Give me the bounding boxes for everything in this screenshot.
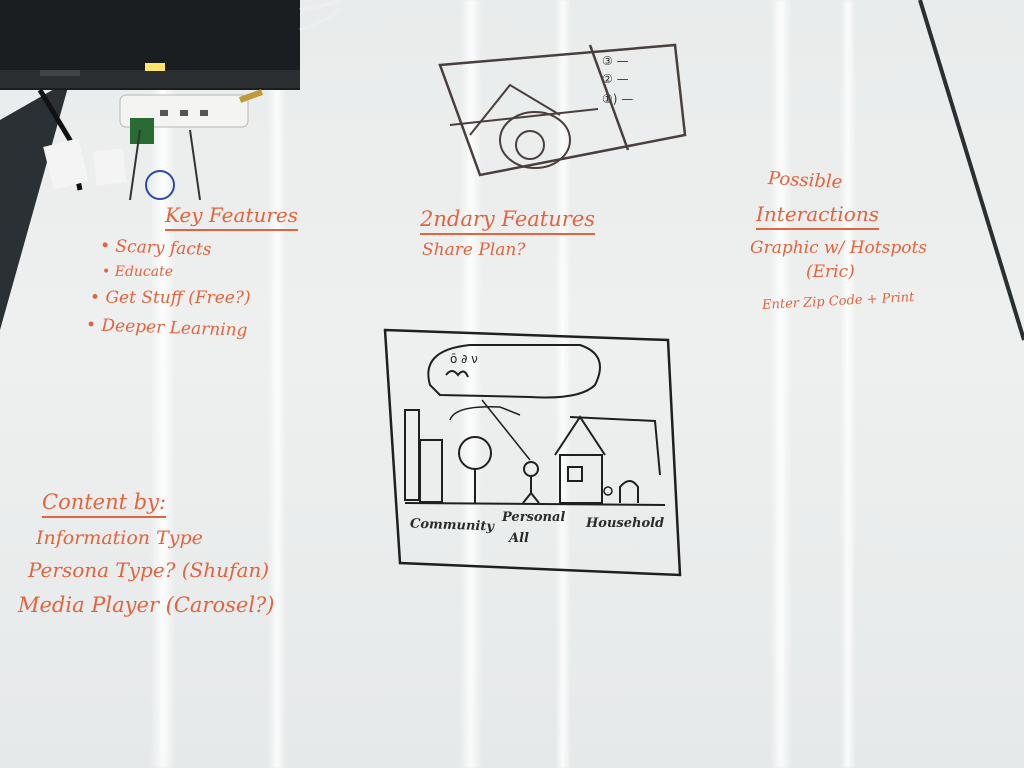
svg-text:② —: ② — [602, 72, 629, 86]
map-sketch: ③ — ② — ①) — [438, 43, 687, 177]
light-reflection [268, 0, 286, 768]
content-by-item: Persona Type? (Shufan) [28, 558, 270, 582]
light-reflection [840, 0, 856, 768]
key-feature-item: Scary facts [100, 236, 212, 260]
light-reflection [150, 0, 176, 768]
secondary-feature-item: Share Plan? [422, 240, 526, 260]
laptop-and-power-strip [0, 0, 340, 201]
content-by-heading: Content by: [42, 490, 167, 518]
interactions-heading-line1: Possible [767, 168, 843, 193]
interactions-heading-line2: Interactions [756, 202, 879, 230]
secondary-features-heading: 2ndary Features [420, 207, 596, 235]
sketch-label-all: All [509, 531, 529, 546]
key-features-heading: Key Features [165, 203, 299, 231]
sketch-label-household: Household [586, 516, 665, 531]
content-by-item: Media Player (Carosel?) [18, 593, 275, 617]
interaction-item: Graphic w/ Hotspots [750, 238, 928, 258]
light-reflection [460, 0, 482, 768]
svg-text:③ —: ③ — [602, 54, 629, 68]
svg-text:①) —: ①) — [602, 92, 633, 106]
sketch-label-community: Community [409, 516, 495, 535]
sketch-label-personal: Personal [502, 510, 566, 525]
key-feature-item: Get Stuff (Free?) [90, 288, 250, 308]
light-reflection [555, 0, 571, 768]
svg-text:ō ∂ ν: ō ∂ ν [450, 352, 478, 366]
key-feature-item: Educate [102, 264, 173, 280]
light-reflection [770, 0, 792, 768]
content-by-item: Information Type [36, 527, 203, 549]
interaction-item: (Eric) [806, 262, 855, 282]
household-scene-sketch: ō ∂ ν [383, 328, 682, 577]
